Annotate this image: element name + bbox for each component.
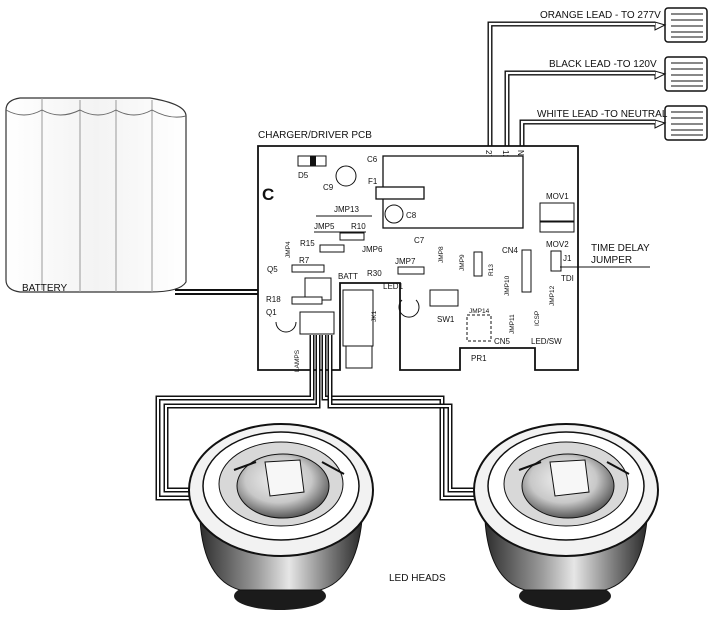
- led-heads-label: LED HEADS: [389, 573, 446, 584]
- orange-lead-label: ORANGE LEAD - TO 277V: [540, 10, 661, 21]
- orange-lead-wire: [487, 21, 655, 150]
- d5-label: D5: [298, 171, 309, 180]
- q5-label: Q5: [267, 265, 278, 274]
- r7-resistor: [291, 264, 325, 273]
- j1-label: J1: [563, 254, 572, 263]
- time-delay-label-2: JUMPER: [591, 255, 632, 266]
- black-lead-label: BLACK LEAD -TO 120V: [549, 59, 657, 70]
- terminal-n: N: [516, 150, 525, 156]
- c8-label: C8: [406, 211, 417, 220]
- cn4-label: CN4: [502, 246, 519, 255]
- c7-label: C7: [414, 236, 425, 245]
- white-lead-wire: [519, 119, 655, 150]
- cn5-label: CN5: [494, 337, 511, 346]
- pr1-sensor: [466, 314, 492, 342]
- led1-label: LED1: [383, 282, 404, 291]
- jk1-connector: [342, 289, 374, 347]
- lamp-cable-left: [155, 335, 321, 501]
- wire-nut-neutral: [654, 105, 708, 141]
- sw1-switch: [429, 289, 459, 307]
- lamp-cable-right: [321, 335, 494, 501]
- jmp6-label: JMP6: [362, 245, 383, 254]
- c6-label: C6: [367, 155, 378, 164]
- jmp11-label: JMP11: [509, 314, 516, 334]
- lamps-connector: [299, 311, 335, 335]
- jmp9-label: JMP9: [459, 254, 466, 271]
- ledsw-label: LED/SW: [531, 337, 562, 346]
- d5-diode: [297, 155, 327, 167]
- mov1-label: MOV1: [546, 192, 569, 201]
- r10-label: R10: [351, 222, 366, 231]
- r10-resistor: [339, 232, 365, 241]
- jmp8-label: JMP8: [438, 246, 445, 263]
- mov2-label: MOV2: [546, 240, 569, 249]
- wire-nut-120: [654, 56, 708, 92]
- icsp-label: ICSP: [534, 311, 541, 326]
- q1-label: Q1: [266, 308, 277, 317]
- jk1-label: JK1: [371, 310, 378, 322]
- jmp7-label: JMP7: [395, 257, 416, 266]
- q1-transistor: [275, 321, 297, 333]
- j1-jumper: [550, 250, 562, 272]
- mov1: [539, 202, 575, 222]
- r18-label: R18: [266, 295, 281, 304]
- jmp10-label: JMP10: [504, 275, 511, 296]
- led-head-left: [188, 423, 374, 610]
- r15-label: R15: [300, 239, 315, 248]
- f1-label: F1: [368, 177, 378, 186]
- led-head-right: [473, 423, 659, 610]
- sw1-label: SW1: [437, 315, 455, 324]
- jmp4-label: JMP4: [285, 241, 292, 258]
- c9-capacitor: [335, 165, 357, 187]
- wire-nut-277: [654, 7, 708, 43]
- f1-fuse: [375, 186, 425, 200]
- led1-resistor: [397, 266, 425, 275]
- r15-resistor: [319, 244, 345, 253]
- c8-capacitor: [384, 204, 404, 224]
- white-lead-label: WHITE LEAD -TO NEUTRAL: [537, 109, 668, 120]
- batt-label: BATT: [338, 272, 358, 281]
- cn4-header: [521, 249, 532, 293]
- battery-pack: [5, 97, 187, 293]
- led1-indicator: [398, 299, 420, 318]
- jk1-plug: [345, 345, 373, 369]
- jmp12-label: JMP12: [549, 285, 556, 306]
- c9-label: C9: [323, 183, 334, 192]
- jmp5-label: JMP5: [314, 222, 335, 231]
- r13-resistor: [473, 251, 483, 277]
- battery-label: BATTERY: [22, 283, 68, 294]
- r13-label: R13: [488, 264, 495, 276]
- pcb-title: CHARGER/DRIVER PCB: [258, 130, 372, 141]
- jmp14-label: JMP14: [469, 308, 490, 315]
- jmp13-label: JMP13: [334, 205, 359, 214]
- pcb-letter: C: [262, 185, 274, 204]
- pr1-label: PR1: [471, 354, 487, 363]
- time-delay-label-1: TIME DELAY: [591, 243, 650, 254]
- r7-label: R7: [299, 256, 310, 265]
- lamps-label: LAMPS: [294, 349, 301, 372]
- tdi-label: TDI: [561, 274, 574, 283]
- r18-resistor: [291, 296, 323, 305]
- r30-label: R30: [367, 269, 382, 278]
- mov1-lower: [539, 221, 575, 233]
- black-lead-wire: [504, 70, 655, 150]
